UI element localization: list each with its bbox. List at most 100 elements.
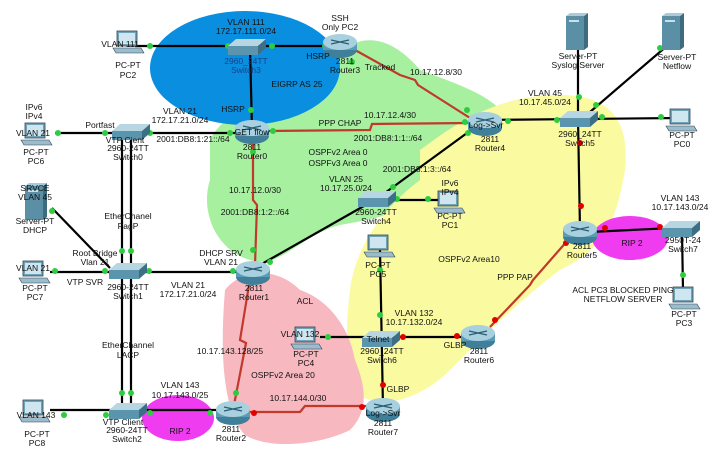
hsrp-label-router3: HSRP: [306, 51, 330, 61]
pc6-model: PC-PT: [23, 147, 49, 157]
pc1-note1: IPv6: [441, 178, 458, 188]
serial-router0-router4: [264, 121, 471, 133]
serial-router1-router2: [232, 284, 251, 406]
acl-pc3-label-1: ACL PC3 BLOCKED PING: [572, 285, 673, 295]
pc1-note2: IPv4: [441, 187, 458, 197]
switch7-vlan: VLAN 143: [661, 193, 700, 203]
router1-model: 2811: [245, 283, 264, 293]
switch3-name: Switch3: [231, 65, 261, 75]
net-12-4-label: 10.17.12.4/30: [364, 110, 416, 120]
rip-region-left: [142, 395, 214, 441]
ppp-pap-label: PPP PAP: [497, 272, 533, 282]
switch2-tag: VTP Client: [103, 417, 144, 427]
pc2-name: PC2: [120, 70, 137, 80]
pc0-icon[interactable]: [665, 108, 698, 132]
annotations: HSRP HSRP EIGRP AS 25 Tracked 10.17.12.8…: [85, 51, 673, 436]
serial-router3-router4: [354, 49, 471, 119]
tracked-label: Tracked: [365, 62, 396, 72]
router0-tag: GET flow: [235, 127, 271, 137]
switch4-vlan: VLAN 25: [329, 174, 363, 184]
vlan21-label: VLAN 21: [163, 106, 197, 116]
vlan21-switch1-label: VLAN 21: [171, 280, 205, 290]
net-12-8-label: 10.17.12.8/30: [410, 67, 462, 77]
router2-icon[interactable]: [215, 400, 251, 426]
pc6-name: PC6: [28, 156, 45, 166]
netflow-name: Netflow: [663, 61, 692, 71]
router4-model: 2811: [481, 134, 500, 144]
switch1-root1: Root Bridge: [73, 248, 118, 258]
rip2-label-left: RIP 2: [169, 426, 190, 436]
router5-model: 2811: [573, 241, 592, 251]
pc0-model: PC-PT: [669, 130, 695, 140]
pc8-tag: VLAN 143: [17, 410, 56, 420]
pc1-model: PC-PT: [437, 211, 463, 221]
switch4-icon[interactable]: [358, 191, 396, 207]
router2-name: Router2: [216, 433, 247, 443]
router1-note1: DHCP SRV: [199, 248, 243, 258]
net-21-label: 172.17.21.0/24: [152, 115, 209, 125]
ospfv3-area0-label: OSPFv3 Area 0: [308, 158, 367, 168]
pc2-model: PC-PT: [115, 60, 141, 70]
link-status-dots: [49, 43, 686, 418]
switch2-name: Switch2: [112, 434, 142, 444]
ppp-chap-label: PPP CHAP: [319, 118, 362, 128]
glbp-label-router6: GLBP: [444, 340, 467, 350]
router6-model: 2811: [470, 346, 489, 356]
switch1-note: VTP SVR: [67, 277, 103, 287]
router3-name: Router3: [330, 65, 361, 75]
pc6-note1: IPv6: [25, 102, 42, 112]
pc2-tag: VLAN 111: [101, 39, 139, 49]
dhcp-note1: SRVCE: [20, 183, 49, 193]
serial-router0-router1: [251, 140, 259, 266]
switch1-icon[interactable]: [109, 263, 147, 279]
router0-model: 2811: [243, 142, 262, 152]
net-132-label: 10.17.132.0/24: [386, 317, 443, 327]
pc6-tag: VLAN 21: [16, 128, 50, 138]
pc3-name: PC3: [676, 318, 693, 328]
syslog-name: Syslog Server: [552, 60, 605, 70]
ospfv2-area0-label: OSPFv2 Area 0: [308, 147, 367, 157]
pc4-model: PC-PT: [293, 349, 319, 359]
syslog-server-icon[interactable]: [566, 13, 588, 50]
switch5-model: 2960_24TT: [558, 129, 601, 139]
pc1-name: PC1: [442, 220, 459, 230]
netflow-model: Server-PT: [658, 52, 697, 62]
switch5-icon[interactable]: [560, 111, 598, 127]
switch7-name: Switch7: [668, 244, 698, 254]
switch1-name: Switch1: [113, 291, 143, 301]
pc8-name: PC8: [29, 438, 46, 448]
switch3-vlan: VLAN 111: [227, 17, 265, 27]
router7-model: 2811: [374, 418, 393, 428]
ospf-area10-region: [347, 95, 626, 402]
switch3-subnet: 172.17.111.0/24: [216, 26, 276, 36]
link-switch5-router5: [576, 117, 582, 231]
pc6-note2: IPv4: [25, 111, 42, 121]
v6-21-label: 2001:DB8:1:21::/64: [156, 134, 230, 144]
pc3-model: PC-PT: [671, 309, 697, 319]
switch0-tag: VTP Cient: [106, 135, 145, 145]
router4-name: Router4: [475, 143, 506, 153]
router6-name: Router6: [464, 355, 495, 365]
switch3-icon[interactable]: [228, 39, 266, 55]
pc8-model: PC-PT: [24, 429, 50, 439]
vlan132-label: VLAN 132: [395, 308, 434, 318]
netflow-server-icon[interactable]: [662, 13, 684, 50]
serial-router6-router5: [489, 239, 569, 328]
rip-region-right: [592, 216, 668, 260]
router1-icon[interactable]: [235, 260, 271, 286]
eigrp-label: EIGRP AS 25: [271, 79, 323, 89]
switch5-vlan: VLAN 45: [528, 88, 562, 98]
v6-1-label: 2001:DB8:1:1::/64: [354, 133, 423, 143]
switch1-root2: Vlan 21: [81, 257, 110, 267]
switch6-model: 2960_24TT: [360, 346, 403, 356]
link-dhcp-switch1: [51, 207, 111, 269]
switch0-name: Switch0: [113, 152, 143, 162]
switch6-tag: Telnet: [367, 334, 390, 344]
pc3-icon[interactable]: [668, 286, 701, 310]
switch4-name: Switch4: [361, 216, 391, 226]
router7-name: Router7: [368, 427, 399, 437]
etherchannel-lacp-label-1: EtherChannel: [102, 340, 154, 350]
eigrp-region: [150, 11, 340, 125]
v6-2-label: 2001:DB8:1:2::/64: [221, 207, 290, 217]
